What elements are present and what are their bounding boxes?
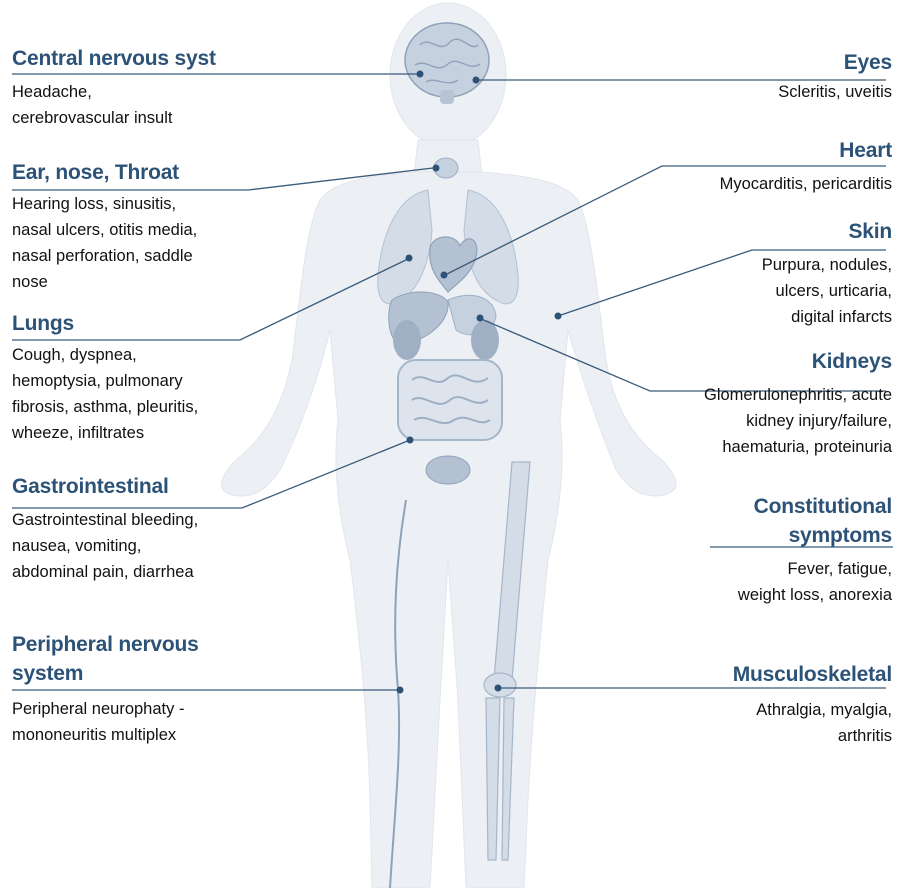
gi-label: Gastrointestinal Gastrointestinal bleedi…: [12, 472, 198, 585]
cns-symptoms: Headache, cerebrovascular insult: [12, 79, 216, 131]
gi-title: Gastrointestinal: [12, 472, 198, 501]
body-silhouette: [222, 3, 676, 888]
kidneys-title: Kidneys: [704, 347, 892, 376]
lungs-symptoms: Cough, dyspnea, hemoptysia, pulmonary fi…: [12, 342, 198, 446]
heart-title: Heart: [720, 136, 892, 165]
musculoskeletal-label: Musculoskeletal Athralgia, myalgia, arth…: [733, 660, 892, 749]
skin-symptoms: Purpura, nodules, ulcers, urticaria, dig…: [762, 252, 892, 330]
constitutional-label: Constitutional symptoms Fever, fatigue, …: [738, 492, 892, 608]
constitutional-symptoms: Fever, fatigue, weight loss, anorexia: [738, 556, 892, 608]
ent-label: Ear, nose, Throat Hearing loss, sinusiti…: [12, 158, 197, 295]
eyes-symptoms: Scleritis, uveitis: [778, 79, 892, 105]
intestines-organ: [398, 360, 502, 440]
kidneys-symptoms: Glomerulonephritis, acute kidney injury/…: [704, 382, 892, 460]
pns-title: Peripheral nervous system: [12, 630, 199, 688]
pns-symptoms: Peripheral neurophaty - mononeuritis mul…: [12, 696, 199, 748]
kidneys-label: Kidneys Glomerulonephritis, acute kidney…: [704, 347, 892, 460]
cns-title: Central nervous syst: [12, 44, 216, 73]
skin-title: Skin: [762, 217, 892, 246]
eyes-title: Eyes: [778, 48, 892, 77]
ent-symptoms: Hearing loss, sinusitis, nasal ulcers, o…: [12, 191, 197, 295]
skin-label: Skin Purpura, nodules, ulcers, urticaria…: [762, 217, 892, 330]
ent-title: Ear, nose, Throat: [12, 158, 197, 187]
lungs-title: Lungs: [12, 309, 198, 338]
eyes-label: Eyes Scleritis, uveitis: [778, 48, 892, 105]
constitutional-title: Constitutional symptoms: [738, 492, 892, 550]
heart-symptoms: Myocarditis, pericarditis: [720, 171, 892, 197]
musculoskeletal-title: Musculoskeletal: [733, 660, 892, 689]
pelvis-organ: [426, 456, 470, 484]
heart-label: Heart Myocarditis, pericarditis: [720, 136, 892, 197]
lungs-label: Lungs Cough, dyspnea, hemoptysia, pulmon…: [12, 309, 198, 446]
pns-label: Peripheral nervous system Peripheral neu…: [12, 630, 199, 748]
musculoskeletal-symptoms: Athralgia, myalgia, arthritis: [733, 697, 892, 749]
cns-label: Central nervous syst Headache, cerebrova…: [12, 44, 216, 131]
gi-symptoms: Gastrointestinal bleeding, nausea, vomit…: [12, 507, 198, 585]
